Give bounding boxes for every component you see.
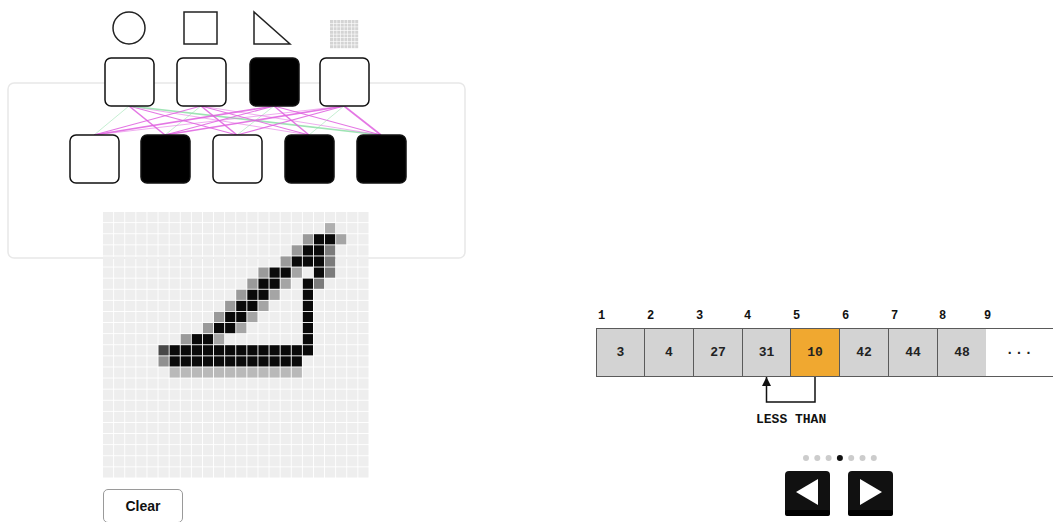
index-label: 7 [891,309,898,323]
network-panel [8,83,465,258]
hidden-unit [357,135,406,183]
array-cell: 4 [644,328,694,377]
output-unit [105,58,154,106]
hidden-unit [141,135,190,183]
index-label: 8 [939,309,946,323]
array-cell: 48 [937,328,987,377]
cell-text: 42 [856,345,872,360]
output-unit [177,58,226,106]
cell-text: Clear [125,498,160,514]
hidden-unit [70,135,119,183]
index-label: 5 [793,309,800,323]
array-cell: 10 [790,328,840,377]
index-label: 2 [647,309,654,323]
circle-icon [113,12,145,44]
array-cell: 27 [693,328,743,377]
array-cell: 3 [596,328,645,377]
hidden-unit [285,135,334,183]
index-label: 6 [842,309,849,323]
cell-text: 48 [954,345,970,360]
index-label: 1 [598,309,605,323]
prev-button [785,471,830,516]
cell-text: 31 [759,345,775,360]
index-label: 4 [744,309,751,323]
cell-text: 3 [617,345,625,360]
compare-arrow [767,377,816,402]
cell-text: 44 [905,345,921,360]
pager-dots [803,455,877,461]
hidden-layer [70,135,406,183]
pixel-canvas [103,212,369,478]
network-weights [94,106,381,135]
array-cell: 31 [742,328,791,377]
cell-text: 10 [807,345,823,360]
cell-text: 4 [665,345,673,360]
cell-text: ··· [1005,345,1033,361]
noise-icon [330,20,358,48]
index-label: 3 [696,309,703,323]
index-label: 9 [984,309,991,323]
square-icon [184,12,217,44]
output-layer [105,58,369,106]
edge-label: LESS THAN [754,412,828,427]
array-ellipsis: ··· [986,328,1053,377]
clear-button: Clear [103,489,183,522]
cell-text: 27 [710,345,726,360]
triangle-icon [254,12,290,44]
next-button [848,471,893,516]
hidden-unit [213,135,262,183]
array-cell: 44 [888,328,938,377]
output-unit [320,58,369,106]
output-unit [250,58,299,106]
array-cell: 42 [839,328,889,377]
